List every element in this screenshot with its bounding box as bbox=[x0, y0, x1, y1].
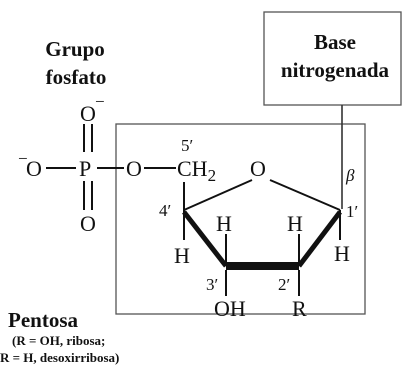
oxygen-top: O bbox=[80, 101, 96, 126]
c4-c3-wedge-bond bbox=[182, 210, 228, 268]
hydrogen-c1-up: H bbox=[287, 211, 303, 236]
r-group: R bbox=[292, 296, 307, 321]
phosphorus-atom: P bbox=[79, 156, 91, 181]
beta-label: β bbox=[345, 166, 355, 185]
position-4-prime: 4′ bbox=[159, 201, 171, 220]
hydrogen-c4-left: H bbox=[174, 243, 190, 268]
oxygen-top-charge: − bbox=[95, 92, 105, 111]
pentose-note-line2: R = H, desoxirribosa) bbox=[0, 350, 119, 365]
phosphate-group-label-line2: fosfato bbox=[46, 65, 107, 89]
position-2-prime: 2′ bbox=[278, 275, 290, 294]
ring-oxygen: O bbox=[250, 156, 266, 181]
hydrogen-c1-right: H bbox=[334, 241, 350, 266]
phosphate-group-label-line1: Grupo bbox=[45, 37, 105, 61]
oxygen-left-charge: − bbox=[18, 149, 28, 168]
position-1-prime: 1′ bbox=[346, 202, 358, 221]
ch2-subscript: 2 bbox=[208, 166, 217, 185]
c4-ring-o-bond bbox=[183, 179, 253, 211]
c2-c1-wedge-bond bbox=[297, 210, 342, 268]
ch2-base: CH bbox=[177, 156, 208, 181]
pentose-note-line1: (R = OH, ribosa; bbox=[12, 333, 105, 348]
hydroxyl-group: OH bbox=[214, 296, 246, 321]
position-5-prime: 5′ bbox=[181, 136, 193, 155]
oxygen-left: O bbox=[26, 156, 42, 181]
position-3-prime: 3′ bbox=[206, 275, 218, 294]
ring-o-c1-bond bbox=[269, 179, 341, 211]
pentose-box bbox=[115, 123, 366, 315]
base-label-line2: nitrogenada bbox=[281, 58, 390, 82]
base-label-line1: Base bbox=[314, 30, 356, 54]
hydrogen-c4-up: H bbox=[216, 211, 232, 236]
base-box bbox=[263, 11, 402, 106]
oxygen-bottom: O bbox=[80, 211, 96, 236]
oxygen-link: O bbox=[126, 156, 142, 181]
ch2-group: CH2 bbox=[177, 156, 216, 185]
pentose-label: Pentosa bbox=[8, 308, 78, 332]
